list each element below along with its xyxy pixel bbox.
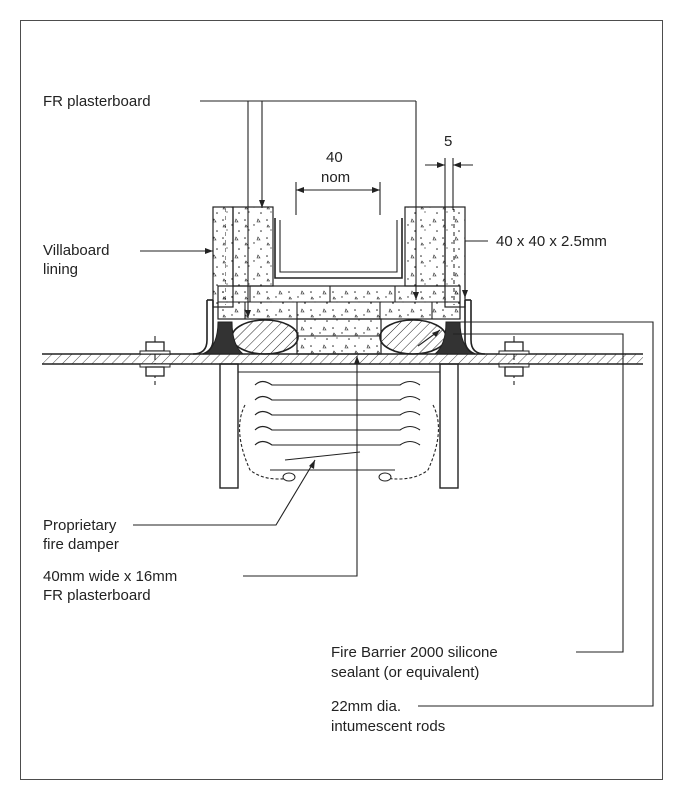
bolt-right (498, 336, 530, 385)
leader-strip (243, 356, 360, 577)
dimension-40-nom (295, 182, 381, 215)
intumescent-rod-right (379, 319, 447, 355)
steel-angle-right (464, 299, 486, 355)
fire-damper (219, 363, 459, 489)
label-rods-1: 22mm dia. (331, 698, 401, 715)
fr-plasterboard-upper-right (404, 206, 446, 287)
label-dim-nom: nom (321, 169, 350, 186)
sealant-fillets (203, 321, 475, 355)
label-angle: 40 x 40 x 2.5mm (496, 233, 607, 250)
label-villaboard-2: lining (43, 261, 78, 278)
duct-channel (274, 218, 403, 279)
leader-villaboard (140, 248, 213, 254)
label-damper-1: Proprietary (43, 517, 117, 534)
leader-sealant (453, 333, 624, 653)
floor-slab (42, 353, 643, 365)
label-sealant-1: Fire Barrier 2000 silicone (331, 644, 498, 661)
steel-angle-left (192, 299, 214, 355)
leader-rods (417, 321, 654, 707)
leader-damper (133, 459, 316, 526)
label-dim-40: 40 (326, 149, 343, 166)
plasterboard-strip (296, 318, 382, 355)
dimension-5 (425, 158, 473, 210)
diagram-frame (20, 20, 663, 780)
fr-plasterboard-upper-left (232, 206, 274, 287)
plasterboard-infill-layers (217, 285, 461, 320)
intumescent-rod-left (231, 319, 299, 355)
label-sealant-2: sealant (or equivalent) (331, 664, 479, 681)
label-fr-plasterboard: FR plasterboard (43, 93, 151, 110)
leader-fr-plasterboard (200, 100, 419, 318)
label-strip-2: FR plasterboard (43, 587, 151, 604)
leader-angle (462, 240, 488, 298)
label-dim-5: 5 (444, 133, 452, 150)
bolt-left (139, 336, 171, 385)
label-villaboard-1: Villaboard (43, 242, 109, 259)
label-strip-1: 40mm wide x 16mm (43, 568, 177, 585)
label-rods-2: intumescent rods (331, 718, 445, 735)
label-damper-2: fire damper (43, 536, 119, 553)
